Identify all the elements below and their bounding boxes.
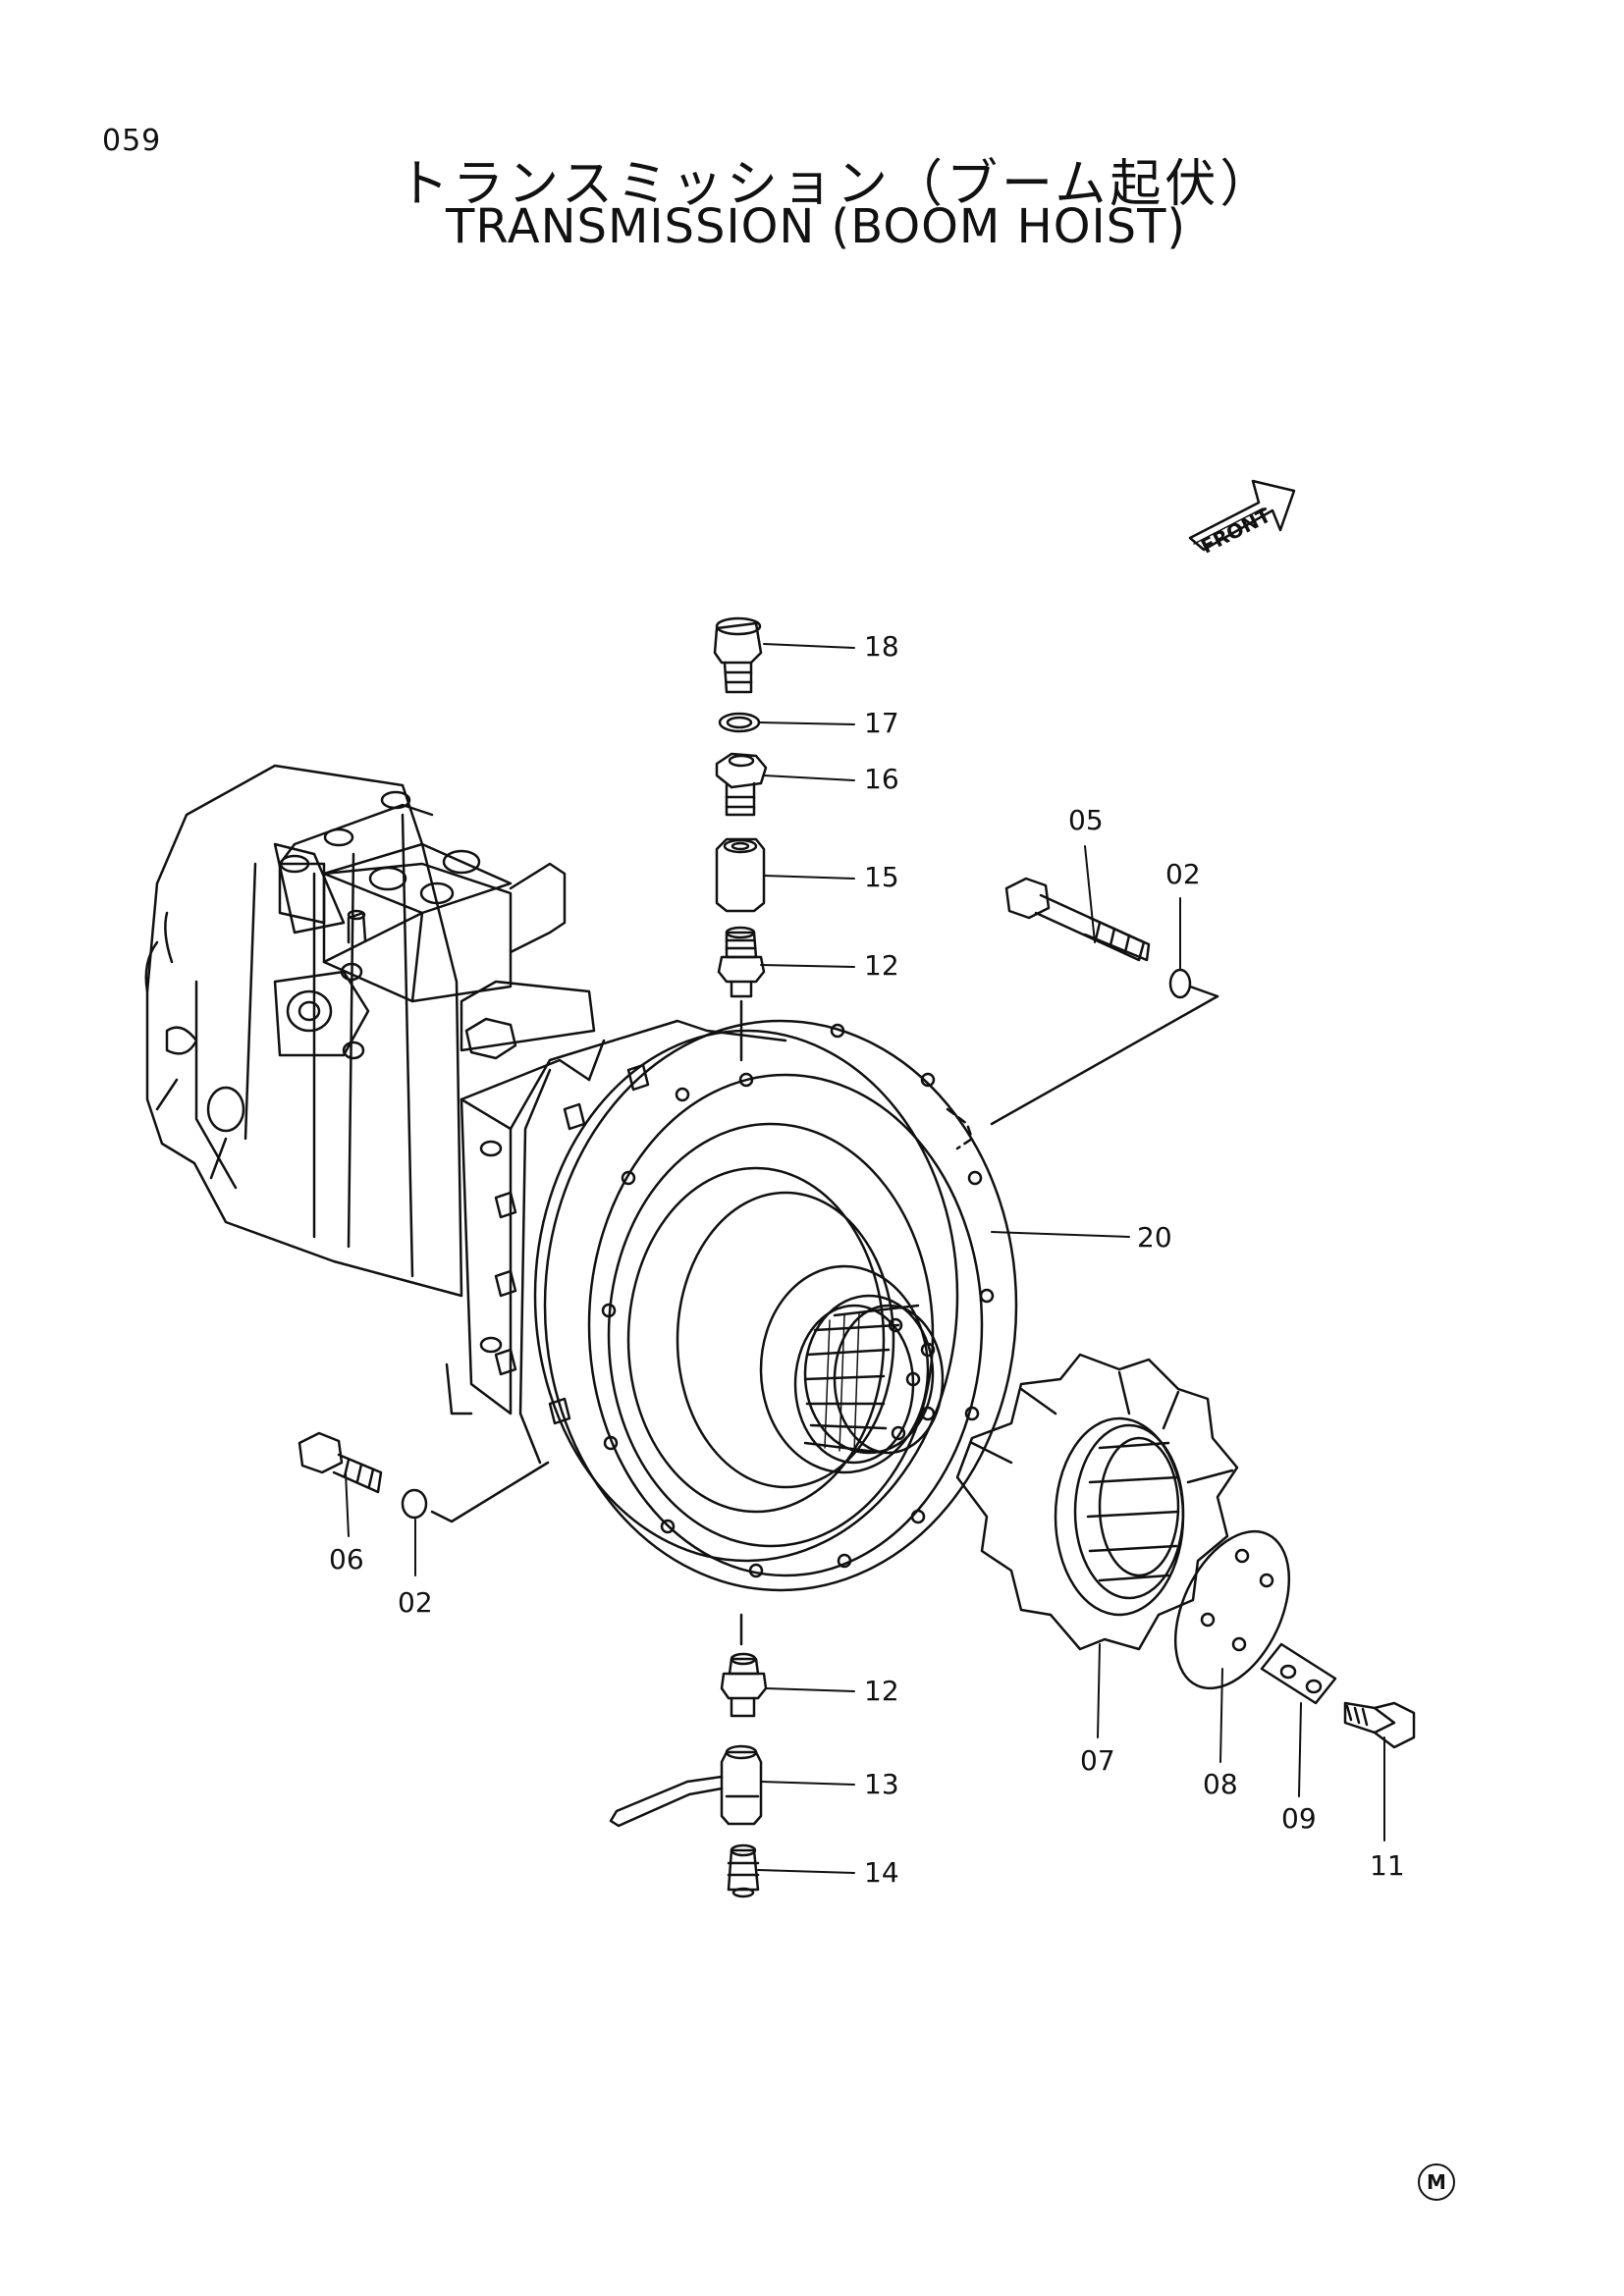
callout-09: 09 — [1281, 1802, 1317, 1835]
drain-valve-13-icon — [609, 1744, 763, 1828]
front-label: FRONT — [1197, 503, 1274, 558]
corner-mark-icon: M — [1418, 2163, 1455, 2201]
reduction-gearbox-icon — [494, 1019, 1018, 1592]
plate-icon — [1173, 1529, 1291, 1690]
adapter-16-icon — [715, 752, 768, 817]
callout-12-bottom: 12 — [864, 1675, 899, 1707]
callout-07: 07 — [1080, 1744, 1115, 1777]
callout-15: 15 — [864, 861, 899, 893]
lock-plate-icon — [1260, 1642, 1337, 1705]
front-arrow-icon: FRONT — [1188, 479, 1296, 559]
washer-left-icon — [401, 1461, 550, 1523]
coupling-15-icon — [715, 837, 766, 913]
callout-02-right: 02 — [1165, 858, 1201, 890]
callout-12-top: 12 — [864, 949, 899, 982]
callout-18: 18 — [864, 630, 899, 663]
splined-shaft-icon — [793, 1304, 945, 1465]
o-ring-17-icon — [718, 712, 761, 733]
callout-20: 20 — [1137, 1221, 1172, 1254]
leader-lines — [345, 643, 1385, 1874]
callout-17: 17 — [864, 707, 899, 739]
nipple-12-bottom-icon — [720, 1613, 768, 1718]
title-japanese: トランスミッション（ブーム起伏） — [398, 155, 1275, 214]
page-number: 059 — [102, 124, 162, 158]
washer-right-icon — [990, 968, 1219, 1126]
title-english: TRANSMISSION (BOOM HOIST) — [446, 199, 1187, 254]
hydraulic-motor-icon — [144, 764, 596, 1415]
callout-08: 08 — [1203, 1768, 1238, 1800]
callout-numbers: 18 17 16 15 12 05 02 20 06 02 12 13 14 0… — [329, 630, 1405, 1889]
callout-16: 16 — [864, 763, 899, 795]
bolt-06-icon — [298, 1431, 383, 1494]
pinion-gear-icon — [955, 1353, 1239, 1651]
callout-14: 14 — [864, 1856, 899, 1889]
callout-02-left: 02 — [398, 1586, 433, 1619]
callout-06: 06 — [329, 1543, 364, 1575]
nipple-12-top-icon — [717, 926, 766, 1062]
bolt-05-icon — [1004, 877, 1151, 962]
plug-14-icon — [727, 1843, 760, 1898]
callout-11: 11 — [1370, 1849, 1405, 1882]
callout-05: 05 — [1068, 804, 1104, 836]
plug-18-icon — [713, 616, 763, 694]
bolt-11-icon — [1343, 1701, 1416, 1749]
callout-13: 13 — [864, 1768, 899, 1800]
